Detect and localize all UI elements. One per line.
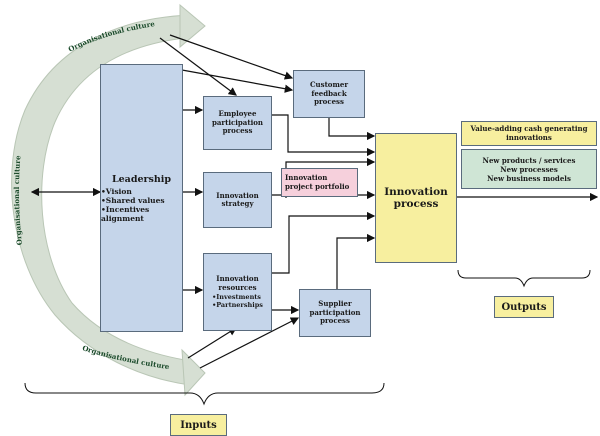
culture-label-left: Organisational culture: [12, 155, 24, 246]
culture-customer-arrow: [169, 34, 294, 80]
leadership-box: Leadership Vision Shared values Incentiv…: [100, 64, 183, 332]
leadership-title: Leadership: [111, 173, 172, 185]
supplier-process-arrow: [336, 233, 376, 290]
value-adding-label: Value-adding cash generating innovations: [470, 124, 588, 142]
customer-process-arrow: [328, 118, 376, 141]
employee-process-arrow: [272, 114, 376, 157]
leadership-item-vision: Vision: [101, 187, 182, 196]
culture-employee-arrow: [159, 37, 237, 96]
innovation-strategy-box: Innovation strategy: [203, 172, 272, 228]
supplier-participation-box: Supplier participation process: [299, 289, 371, 337]
innovation-process-label: Innovation process: [384, 186, 448, 210]
inputs-label: Inputs: [180, 419, 217, 431]
output-item-processes: New processes: [500, 164, 558, 174]
employee-participation-box: Employee participation process: [203, 96, 272, 150]
outputs-label-box: Outputs: [494, 296, 554, 318]
outputs-brace: [457, 269, 591, 288]
arc-bottom-arrowhead: [181, 348, 206, 397]
employee-participation-label: Employee participation process: [211, 109, 263, 136]
outputs-label: Outputs: [501, 301, 547, 313]
customer-feedback-box: Customer feedback process: [293, 70, 365, 118]
inputs-label-box: Inputs: [170, 414, 227, 436]
innovation-portfolio-box: Innovation project portfolio: [281, 168, 358, 197]
customer-feedback-label: Customer feedback process: [309, 80, 349, 107]
output-item-products: New products / services: [482, 155, 576, 165]
inputs-brace: [24, 382, 385, 406]
output-item-business-models: New business models: [487, 173, 571, 183]
culture-resources-arrow: [187, 327, 238, 359]
culture-supplier-arrow: [199, 317, 300, 369]
innovation-portfolio-label: Innovation project portfolio: [285, 173, 350, 191]
supplier-participation-label: Supplier participation process: [309, 299, 361, 326]
innovation-process-box: Innovation process: [375, 133, 457, 263]
leadership-item-incentives: Incentives alignment: [101, 205, 182, 223]
output-list-box: New products / services New processes Ne…: [461, 149, 597, 189]
value-adding-box: Value-adding cash generating innovations: [461, 121, 597, 146]
innovation-resources-box: Innovation resources Investments Partner…: [203, 253, 272, 331]
leadership-list: Vision Shared values Incentives alignmen…: [101, 187, 182, 223]
resources-item-investments: Investments: [212, 293, 263, 301]
leadership-customer-arrow: [181, 69, 294, 93]
arc-top-arrowhead: [179, 3, 206, 49]
innovation-strategy-label: Innovation strategy: [216, 190, 259, 208]
leadership-item-shared-values: Shared values: [101, 196, 182, 205]
resources-process-arrow: [272, 211, 376, 274]
innovation-resources-list: Investments Partnerships: [212, 293, 263, 309]
innovation-resources-title: Innovation resources: [216, 274, 259, 292]
resources-item-partnerships: Partnerships: [212, 301, 263, 309]
